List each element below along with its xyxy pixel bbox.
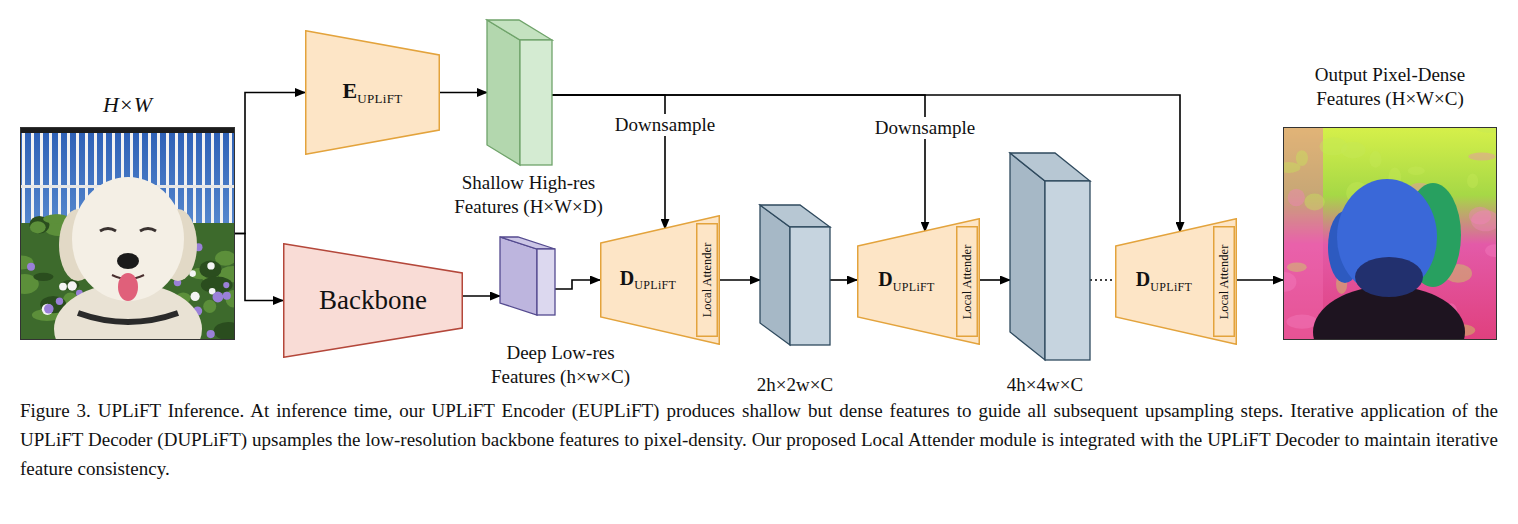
decoder-trapezoid: DUPLiFT Local Attender bbox=[857, 218, 980, 345]
connector-arrow bbox=[980, 279, 1010, 281]
connector-arrow bbox=[1090, 279, 1115, 281]
decoder-trapezoid: DUPLiFT Local Attender bbox=[1115, 218, 1237, 345]
module-subscript: UPLiFT bbox=[357, 91, 402, 106]
module-subscript: UPLiFT bbox=[893, 280, 935, 294]
encoder-trapezoid: EUPLiFT bbox=[305, 30, 440, 155]
edge-label: Downsample bbox=[872, 117, 978, 139]
module-name: DUPLiFT bbox=[620, 267, 676, 293]
backbone-trapezoid: Backbone bbox=[283, 243, 463, 358]
feature-label: Output Pixel-Dense Features (H×W×C) bbox=[1293, 63, 1488, 111]
module-name: Backbone bbox=[319, 285, 427, 316]
connector-arrow bbox=[830, 279, 857, 281]
feature-label: 2h×2w×C bbox=[735, 373, 855, 397]
tensor-block bbox=[500, 237, 555, 315]
module-subscript: UPLiFT bbox=[1150, 280, 1192, 294]
connector-arrow bbox=[440, 92, 487, 94]
decoder-trapezoid: DUPLiFT Local Attender bbox=[600, 215, 720, 345]
module-letter: D bbox=[620, 267, 634, 289]
attender-band: Local Attender bbox=[956, 226, 978, 337]
module-letter: D bbox=[1136, 268, 1150, 290]
photo-illustration bbox=[20, 127, 235, 340]
input-image: H×W bbox=[20, 127, 235, 340]
module-letter: D bbox=[878, 268, 892, 290]
connector-arrow bbox=[235, 93, 305, 234]
connector-arrow bbox=[1237, 279, 1283, 281]
feature-block: Deep Low-res Features (h×w×C) bbox=[500, 237, 555, 315]
feature-block: 2h×2w×C bbox=[760, 205, 830, 345]
module-letter: E bbox=[343, 78, 358, 103]
connector-arrow bbox=[555, 280, 600, 289]
connector-arrow bbox=[235, 234, 283, 301]
tensor-block bbox=[487, 20, 552, 165]
feature-block: 4h×4w×C bbox=[1010, 153, 1090, 360]
feature-label: Deep Low-res Features (h×w×C) bbox=[478, 341, 643, 389]
attender-label: Local Attender bbox=[1217, 244, 1231, 319]
feature-block: Shallow High-res Features (H×W×D) bbox=[487, 20, 552, 165]
attender-band: Local Attender bbox=[1213, 226, 1235, 337]
connector-arrow bbox=[552, 95, 925, 232]
tensor-block bbox=[760, 205, 830, 345]
feature-label: H×W bbox=[78, 91, 178, 118]
attender-label: Local Attender bbox=[960, 244, 974, 319]
tensor-block bbox=[1010, 153, 1090, 360]
module-name: DUPLiFT bbox=[1136, 268, 1192, 294]
module-subscript: UPLiFT bbox=[634, 278, 676, 292]
module-name: EUPLiFT bbox=[343, 78, 403, 107]
connector-arrow bbox=[720, 279, 760, 281]
figure-caption: Figure 3. UPLiFT Inference. At inference… bbox=[20, 396, 1498, 483]
connector-arrow bbox=[463, 295, 500, 297]
edge-label: Downsample bbox=[612, 114, 718, 136]
feature-map-illustration bbox=[1283, 127, 1497, 340]
attender-label: Local Attender bbox=[700, 243, 714, 318]
feature-label: 4h×4w×C bbox=[985, 373, 1105, 397]
attender-band: Local Attender bbox=[696, 223, 718, 337]
module-letter: Backbone bbox=[319, 285, 427, 315]
feature-label: Shallow High-res Features (H×W×D) bbox=[444, 171, 614, 219]
output-image: Output Pixel-Dense Features (H×W×C) bbox=[1283, 127, 1497, 340]
module-name: DUPLiFT bbox=[878, 268, 934, 294]
